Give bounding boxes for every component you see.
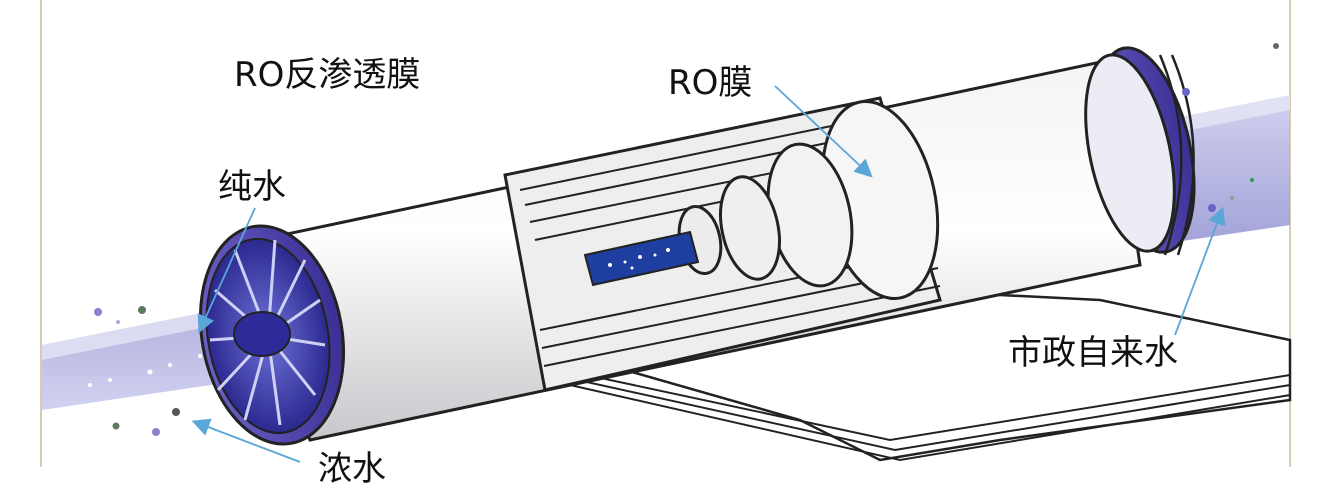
- title-label: RO反渗透膜: [234, 55, 421, 95]
- pure-water-label: 纯水: [218, 167, 286, 207]
- pure-water-arrow: [197, 207, 256, 334]
- membrane-arrow: [774, 85, 873, 178]
- cutaway-section: [503, 96, 942, 392]
- membrane-label: RO膜: [668, 63, 753, 103]
- ro-membrane-diagram: [42, 43, 1292, 463]
- waste-water-arrow: [191, 418, 301, 463]
- callout-arrows: [191, 85, 1226, 463]
- tap-water-label: 市政自来水: [1008, 333, 1178, 373]
- tap-water-arrow: [1174, 206, 1226, 336]
- waste-water-label: 浓水: [318, 449, 386, 489]
- frame-border-right: [1289, 0, 1291, 467]
- frame-border-left: [40, 0, 42, 467]
- end-cap-impeller: [198, 224, 346, 446]
